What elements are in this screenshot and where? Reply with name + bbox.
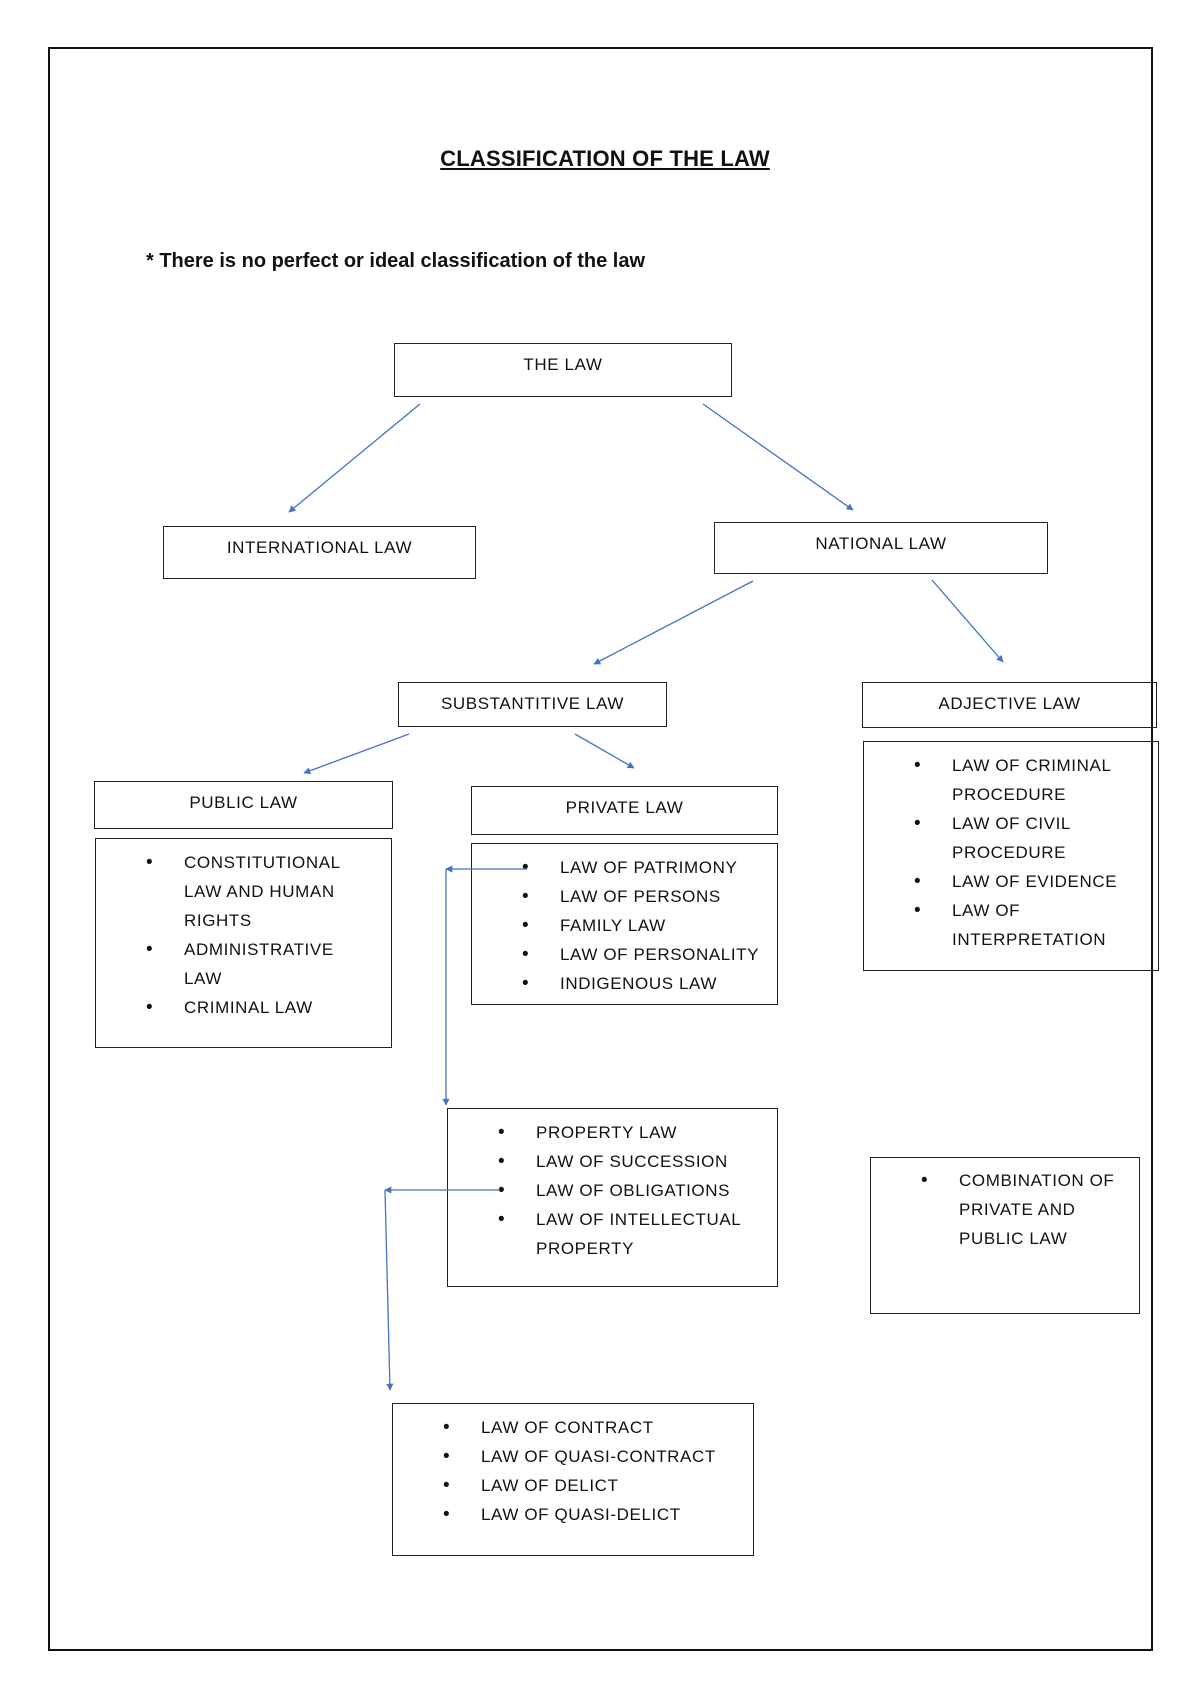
list-item: LAW OF INTELLECTUAL PROPERTY	[498, 1205, 757, 1263]
node-adjective-law: ADJECTIVE LAW	[862, 682, 1157, 728]
node-the-law: THE LAW	[394, 343, 732, 397]
list-private-law: LAW OF PATRIMONYLAW OF PERSONSFAMILY LAW…	[471, 843, 778, 1005]
list-item: COMBINATION OF PRIVATE AND PUBLIC LAW	[921, 1166, 1123, 1253]
list-item: LAW OF PERSONS	[522, 882, 773, 911]
list-item: LAW OF OBLIGATIONS	[498, 1176, 757, 1205]
node-private-law: PRIVATE LAW	[471, 786, 778, 835]
node-public-law-label: PUBLIC LAW	[189, 793, 298, 812]
list-combination-items: COMBINATION OF PRIVATE AND PUBLIC LAW	[871, 1158, 1139, 1253]
list-item: INDIGENOUS LAW	[522, 969, 773, 998]
list-patrimony-items: PROPERTY LAWLAW OF SUCCESSIONLAW OF OBLI…	[448, 1109, 777, 1263]
node-substantive-law-label: SUBSTANTITIVE LAW	[440, 694, 625, 713]
list-item: LAW OF DELICT	[443, 1471, 743, 1500]
list-obligations-items: LAW OF CONTRACTLAW OF QUASI-CONTRACTLAW …	[393, 1404, 753, 1529]
list-item: LAW OF PERSONALITY	[522, 940, 773, 969]
list-combination: COMBINATION OF PRIVATE AND PUBLIC LAW	[870, 1157, 1140, 1314]
node-private-law-label: PRIVATE LAW	[565, 798, 684, 817]
node-national-law: NATIONAL LAW	[714, 522, 1048, 574]
node-national-law-label: NATIONAL LAW	[815, 534, 947, 553]
list-adjective-law: LAW OF CRIMINAL PROCEDURELAW OF CIVIL PR…	[863, 741, 1159, 971]
list-adjective-law-items: LAW OF CRIMINAL PROCEDURELAW OF CIVIL PR…	[864, 742, 1158, 954]
list-item: LAW OF CONTRACT	[443, 1413, 743, 1442]
list-item: LAW OF QUASI-DELICT	[443, 1500, 743, 1529]
classification-note: * There is no perfect or ideal classific…	[146, 250, 646, 272]
list-item: LAW OF INTERPRETATION	[914, 896, 1138, 954]
list-private-law-items: LAW OF PATRIMONYLAW OF PERSONSFAMILY LAW…	[472, 844, 777, 998]
node-substantive-law: SUBSTANTITIVE LAW	[398, 682, 667, 727]
node-public-law: PUBLIC LAW	[94, 781, 393, 829]
list-item: LAW OF QUASI-CONTRACT	[443, 1442, 743, 1471]
node-adjective-law-label: ADJECTIVE LAW	[938, 694, 1081, 713]
list-obligations: LAW OF CONTRACTLAW OF QUASI-CONTRACTLAW …	[392, 1403, 754, 1556]
list-item: CONSTITUTIONAL LAW AND HUMAN RIGHTS	[146, 848, 371, 935]
list-item: LAW OF CIVIL PROCEDURE	[914, 809, 1138, 867]
diagram-title: CLASSIFICATION OF THE LAW	[440, 146, 770, 171]
list-item: LAW OF CRIMINAL PROCEDURE	[914, 751, 1138, 809]
list-item: LAW OF PATRIMONY	[522, 853, 773, 882]
list-item: PROPERTY LAW	[498, 1118, 757, 1147]
list-item: LAW OF SUCCESSION	[498, 1147, 757, 1176]
list-public-law: CONSTITUTIONAL LAW AND HUMAN RIGHTSADMIN…	[95, 838, 392, 1048]
node-international-law-label: INTERNATIONAL LAW	[226, 538, 413, 557]
list-item: ADMINISTRATIVE LAW	[146, 935, 371, 993]
list-item: CRIMINAL LAW	[146, 993, 371, 1022]
list-patrimony: PROPERTY LAWLAW OF SUCCESSIONLAW OF OBLI…	[447, 1108, 778, 1287]
list-item: FAMILY LAW	[522, 911, 773, 940]
list-item: LAW OF EVIDENCE	[914, 867, 1138, 896]
list-public-law-items: CONSTITUTIONAL LAW AND HUMAN RIGHTSADMIN…	[96, 839, 391, 1022]
node-the-law-label: THE LAW	[523, 355, 603, 374]
page-frame	[48, 47, 1153, 1651]
node-international-law: INTERNATIONAL LAW	[163, 526, 476, 579]
